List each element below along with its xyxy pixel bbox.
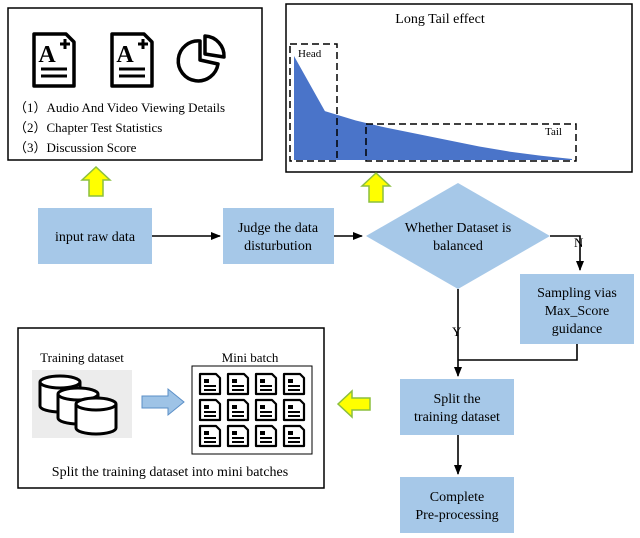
info-panel: （1）Audio And Video Viewing Details （2）Ch… — [7, 7, 263, 161]
tail-highlight-box — [365, 123, 577, 162]
complete-label-line2: Pre-processing — [415, 508, 498, 523]
split-box: Split the training dataset — [400, 379, 514, 435]
mini-batch-document-icon — [282, 372, 306, 396]
mini-batch-document-icon — [198, 398, 222, 422]
head-label: Head — [298, 48, 322, 60]
mini-batch-label: Mini batch — [222, 350, 279, 365]
yellow-up-arrow-left — [80, 165, 112, 197]
split-label-line2: training dataset — [414, 410, 500, 425]
pie-chart-icon — [176, 34, 226, 83]
right-arrow-icon — [141, 387, 185, 417]
mini-batch-document-icon — [226, 398, 250, 422]
mini-batch-document-icon — [282, 398, 306, 422]
judge-label-line2: disturbution — [244, 239, 312, 254]
info-item-1: （1）Audio And Video Viewing Details — [14, 100, 225, 115]
mini-batch-document-icon — [198, 372, 222, 396]
mini-batch-document-icon — [282, 424, 306, 448]
arrow-decision-to-sampling — [550, 235, 584, 271]
decision-diamond: Whether Dataset is balanced — [366, 183, 550, 289]
chart-title: Long Tail effect — [395, 12, 485, 27]
batch-panel: Training dataset Mini batch Split the tr… — [17, 327, 325, 489]
mini-batch-document-icon — [254, 372, 278, 396]
sampling-label-line1: Sampling vias — [537, 286, 617, 301]
judge-label-line1: Judge the data — [238, 221, 319, 236]
complete-box: Complete Pre-processing — [400, 477, 514, 533]
document-a-plus-icon — [110, 32, 154, 88]
decision-label-line2: balanced — [433, 239, 483, 254]
judge-box: Judge the data disturbution — [223, 208, 334, 264]
connector-sampling-to-split — [458, 344, 578, 361]
sampling-label-line2: Max_Score — [545, 304, 610, 319]
no-label: N — [574, 235, 584, 250]
long-tail-panel: Long Tail effect Head Tail — [285, 3, 633, 173]
complete-label-line1: Complete — [430, 490, 484, 505]
yellow-left-arrow — [336, 389, 371, 419]
input-box: input raw data — [38, 208, 152, 264]
info-item-3: （3）Discussion Score — [14, 140, 137, 155]
yes-label: Y — [452, 324, 462, 339]
document-a-plus-icon — [32, 32, 76, 88]
long-tail-area-series — [294, 56, 572, 160]
long-tail-area — [294, 56, 572, 160]
sampling-label-line3: guidance — [552, 322, 603, 337]
info-item-2: （2）Chapter Test Statistics — [14, 120, 162, 135]
yellow-up-arrow-chart — [360, 171, 392, 203]
mini-batch-document-icon — [254, 424, 278, 448]
mini-batch-document-icon — [198, 424, 222, 448]
mini-batch-document-icon — [226, 424, 250, 448]
mini-batch-document-icon — [254, 398, 278, 422]
head-highlight-box — [289, 43, 338, 162]
input-label: input raw data — [55, 230, 136, 245]
batch-caption: Split the training dataset into mini bat… — [52, 465, 288, 480]
split-label-line1: Split the — [433, 392, 480, 407]
decision-label-line1: Whether Dataset is — [405, 221, 512, 236]
sampling-box: Sampling vias Max_Score guidance — [520, 274, 634, 344]
training-dataset-label: Training dataset — [40, 350, 124, 365]
mini-batch-document-icon — [226, 372, 250, 396]
tail-label: Tail — [545, 126, 562, 138]
